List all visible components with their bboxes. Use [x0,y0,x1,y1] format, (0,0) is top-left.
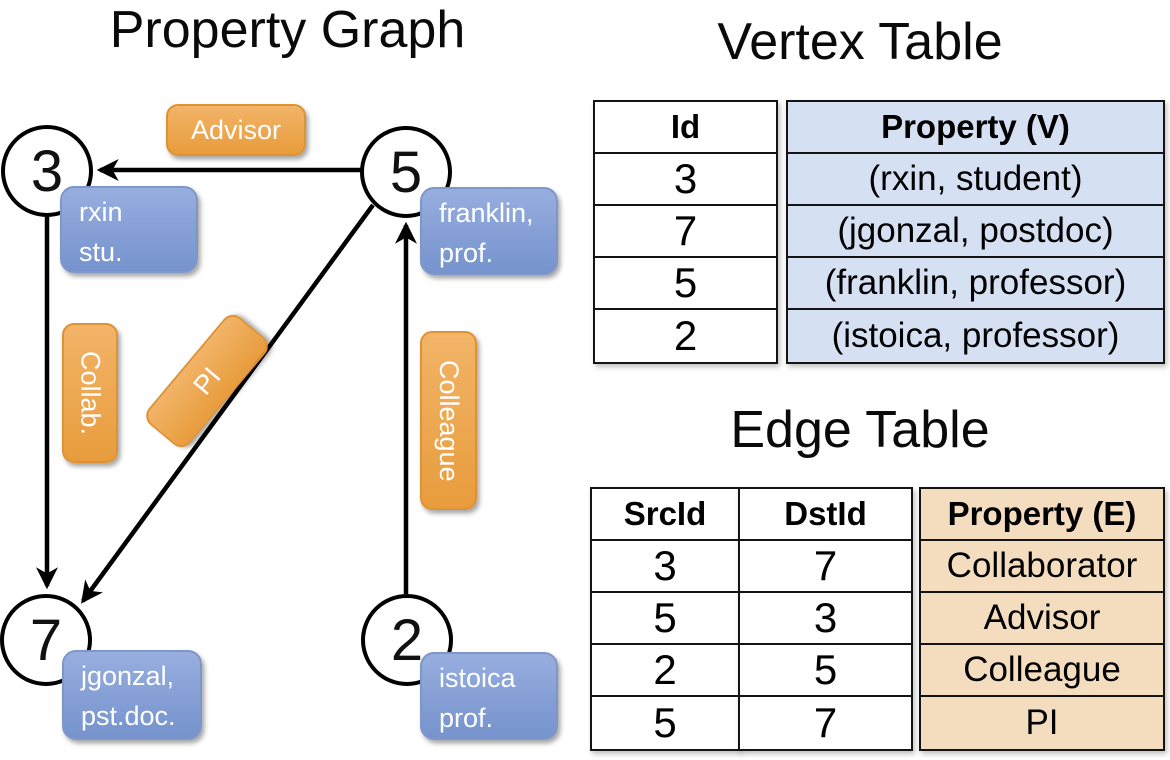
vertex-table-header-id: Id [595,102,776,154]
vertex-property-line: jgonzal, [81,661,175,691]
vertex-property-line: rxin [79,197,123,227]
edge-line-pi-5-to-7 [81,203,375,604]
edge-table-header-property: Property (E) [921,489,1163,541]
edge-table-header-dstid: DstId [740,489,911,541]
node-id-label: 5 [389,139,423,205]
vertex-property-cell: (jgonzal, postdoc) [788,206,1163,258]
vertex-property-box-7: jgonzal, pst.doc. [62,650,202,740]
vertex-property-line: prof. [439,238,494,268]
vertex-table-title: Vertex Table [717,13,1003,71]
property-graph-title: Property Graph [109,1,466,59]
vertex-table-header-property: Property (V) [788,102,1163,154]
edge-label-colleague: Colleague [420,331,477,510]
edge-table-dstid-column: DstId 7 3 5 7 [738,487,913,751]
edge-dstid-cell: 5 [740,645,911,697]
vertex-property-line: istoica [439,663,516,693]
vertex-id-cell: 5 [595,258,776,310]
vertex-property-line: stu. [79,237,123,267]
vertex-table-property-column: Property (V) (rxin, student) (jgonzal, p… [786,100,1165,364]
graph-node-5: 5 [360,126,452,218]
edge-property-cell: PI [921,697,1163,749]
vertex-table-id-column: Id 3 7 5 2 [593,100,778,364]
edge-label-text: Advisor [190,114,282,145]
edge-srcid-cell: 2 [592,645,738,697]
vertex-property-cell: (istoica, professor) [788,310,1163,362]
edge-srcid-cell: 3 [592,541,738,593]
edge-dstid-cell: 7 [813,699,838,746]
vertex-property-line: pst.doc. [81,701,176,731]
vertex-id-cell: 2 [673,312,698,359]
vertex-id-cell: 3 [595,154,776,206]
graph-node-2: 2 [361,594,453,686]
edge-label-text: PI [186,361,227,401]
vertex-property-box-2: istoica prof. [420,652,558,740]
edge-label-advisor: Advisor [166,104,306,156]
vertex-property-line: prof. [439,703,494,733]
edge-property-cell: Advisor [921,593,1163,645]
vertex-id-cell: 7 [595,206,776,258]
vertex-property-cell: (franklin, professor) [788,258,1163,310]
edge-property-cell: Collaborator [921,541,1163,593]
vertex-property-line: franklin, [439,198,534,228]
edge-label-text: Collab. [75,350,106,436]
edge-srcid-cell: 5 [653,699,677,746]
edge-label-text: Colleague [434,359,464,482]
graph-edges-svg [36,159,417,604]
node-id-label: 7 [29,607,63,673]
edge-label-collab: Collab. [62,323,118,463]
edge-dstid-cell: 7 [740,541,911,593]
edge-property-cell: Colleague [921,645,1163,697]
node-id-label: 2 [390,607,424,673]
edge-table-title: Edge Table [730,401,990,459]
node-id-label: 3 [30,138,64,204]
edge-table-srcid-column: SrcId 3 5 2 5 [590,487,740,751]
edge-dstid-cell: 3 [740,593,911,645]
edge-srcid-cell: 5 [592,593,738,645]
vertex-property-box-5: franklin, prof. [420,187,558,275]
edge-table-header-srcid: SrcId [592,489,738,541]
vertex-property-cell: (rxin, student) [788,154,1163,206]
edge-table-property-column: Property (E) Collaborator Advisor Collea… [919,487,1165,751]
vertex-property-box-3: rxin stu. [60,186,198,273]
